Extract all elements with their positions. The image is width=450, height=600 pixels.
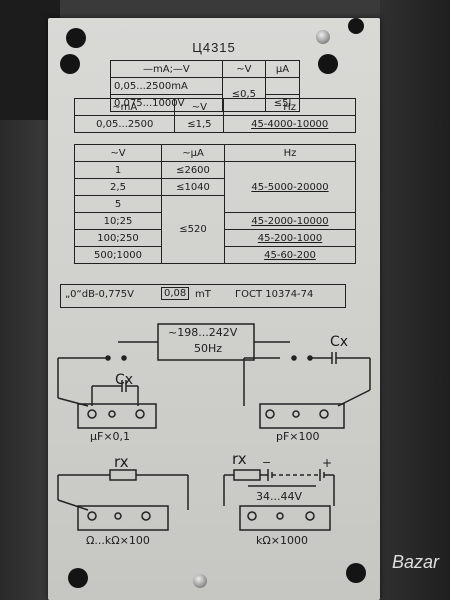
- db-reference: „0“dB-0,775V: [65, 289, 135, 300]
- table-cell: ≤1040: [161, 178, 225, 196]
- ac-current-table: ~mA ~V Hz 0,05...2500 ≤1,5 45-4000-10000: [73, 98, 356, 133]
- table-header: ~V: [74, 144, 162, 162]
- table-header: Hz: [223, 98, 356, 116]
- table-header: —mA;—V: [110, 60, 223, 78]
- resistor-label: rx: [232, 450, 247, 468]
- table-cell: 5: [74, 195, 162, 213]
- table-header: μA: [265, 60, 300, 78]
- table-cell: 45-2000-10000: [224, 212, 356, 230]
- table-cell: ≤1,5: [174, 115, 225, 133]
- mount-hole: [318, 54, 338, 74]
- table-cell: ≤2600: [161, 161, 225, 179]
- table-cell: 45-60-200: [224, 246, 356, 264]
- table-cell: 45-200-1000: [224, 229, 356, 247]
- table-header: ~V: [221, 60, 267, 78]
- kilohm-scale: kΩ×1000: [256, 534, 308, 547]
- screw-icon: [316, 30, 330, 44]
- background-right: [380, 0, 450, 600]
- model-title: Ц4315: [192, 40, 236, 55]
- connection-diagrams: [57, 323, 371, 531]
- table-cell: 100;250: [74, 229, 162, 247]
- table-cell: 1: [74, 161, 162, 179]
- minus-sign: −: [262, 456, 272, 469]
- mount-hole: [60, 54, 80, 74]
- table-cell: 0,05...2500: [73, 115, 176, 133]
- ohm-scale: Ω...kΩ×100: [86, 534, 150, 547]
- screw-icon: [193, 574, 207, 588]
- capacitor-label: Cx: [115, 372, 134, 388]
- table-cell: ≤520: [161, 195, 225, 264]
- mount-hole: [66, 28, 86, 48]
- table-header: ~V: [174, 98, 225, 116]
- ac-voltage-table: ~V ~μA Hz 1 ≤2600 45-5000-20000 2,5 ≤104…: [74, 144, 356, 264]
- table-cell: 45-4000-10000: [223, 115, 356, 133]
- resistor-label: rx: [114, 453, 129, 471]
- microfarad-scale: μF×0,1: [90, 430, 131, 443]
- table-cell: 2,5: [74, 178, 162, 196]
- table-cell: 500;1000: [74, 246, 162, 264]
- table-cell: 0,05...2500mA: [110, 77, 223, 95]
- battery-voltage: 34...44V: [256, 490, 303, 503]
- table-cell: 45-5000-20000: [224, 161, 356, 213]
- accuracy-unit: mT: [195, 289, 211, 300]
- mount-hole: [68, 568, 88, 588]
- watermark: Bazar: [392, 552, 440, 572]
- gost-strip: „0“dB-0,775V 0,08 mT ГОСТ 10374-74: [60, 284, 346, 308]
- table-header: Hz: [224, 144, 356, 162]
- supply-frequency: 50Hz: [194, 342, 223, 355]
- mount-hole: [348, 18, 364, 34]
- picofarad-scale: pF×100: [276, 430, 320, 443]
- mount-hole: [346, 563, 366, 583]
- capacitor-label: Cx: [330, 334, 349, 350]
- table-header: ~mA: [73, 98, 176, 116]
- supply-voltage: ~198...242V: [168, 326, 238, 339]
- table-cell: 10;25: [74, 212, 162, 230]
- table-header: ~μA: [161, 144, 225, 162]
- table-cell: [265, 77, 300, 95]
- plus-sign: +: [322, 456, 333, 470]
- instrument-panel: Ц4315 —mA;—V ~V μA 0,05...2500mA ≤0,5 0,…: [48, 18, 380, 600]
- accuracy-class: 0,08: [161, 287, 190, 300]
- gost-standard: ГОСТ 10374-74: [235, 289, 314, 300]
